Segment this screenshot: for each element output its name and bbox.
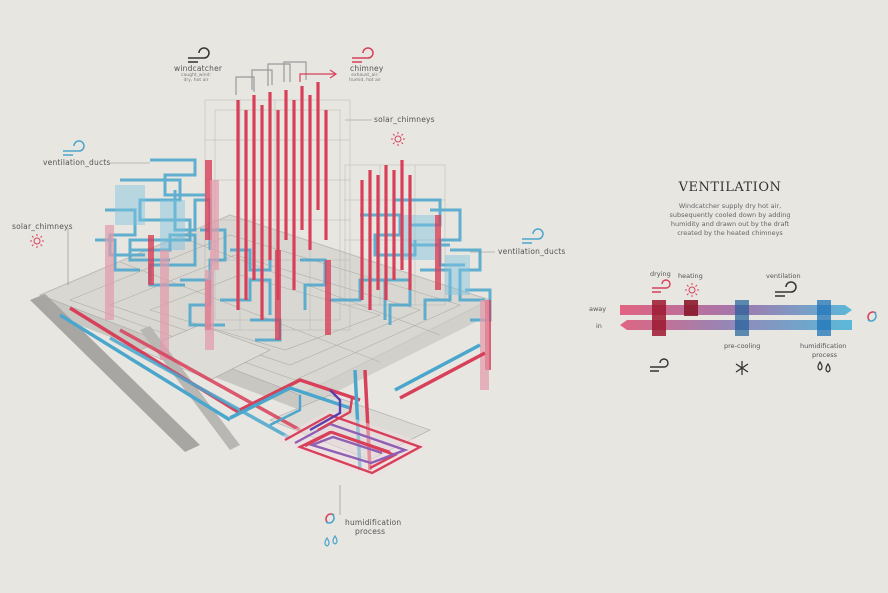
- leader-lines: [67, 119, 495, 515]
- wind-icon: [63, 140, 85, 156]
- label-drying: drying: [650, 270, 671, 278]
- windcatcher-sub1: caught_wind:: [181, 73, 211, 78]
- drops-icon: [817, 360, 831, 373]
- solar-chimneys-label-top: solar_chimneys: [374, 115, 435, 124]
- windcatcher-label: windcatcher: [174, 64, 223, 73]
- sun-icon: [30, 234, 44, 248]
- humidification-label-line2: process: [355, 527, 386, 536]
- snowflake-icon: [735, 361, 749, 375]
- wind-icon: [188, 47, 210, 63]
- cycle-icon: [867, 311, 877, 322]
- cycle-icon: [325, 513, 335, 524]
- wind-icon: [650, 358, 669, 372]
- label-ventilation: ventilation: [766, 272, 801, 280]
- drops-icon: [324, 534, 338, 547]
- label-precooling: pre-cooling: [724, 342, 761, 350]
- wind-icon: [522, 228, 544, 244]
- solar-chimneys-label-left: solar_chimneys: [12, 222, 73, 231]
- legend-description-line: subsequently cooled down by adding: [669, 211, 791, 219]
- legend-title: VENTILATION: [678, 180, 782, 195]
- chimney-label: chimney: [350, 64, 384, 73]
- ventilation-ducts-label-right: ventilation_ducts: [498, 247, 566, 256]
- label-in: in: [596, 322, 602, 330]
- label-process: process: [812, 351, 837, 359]
- drying-icon: [652, 279, 671, 293]
- blue-duct-fills: [115, 185, 470, 295]
- pink-pillars: [105, 180, 489, 390]
- legend-description-line: humidity and drawn out by the draft: [670, 220, 790, 228]
- sun-icon: [685, 283, 699, 297]
- chimney-sub2: humid, hot air: [349, 78, 381, 83]
- label-away: away: [589, 305, 607, 313]
- windcatcher-sub2: dry, hot air: [183, 78, 209, 83]
- label-heating: heating: [678, 272, 703, 280]
- flow-bars: [620, 300, 852, 336]
- wind-icon: [775, 281, 797, 297]
- blue-ducts: [95, 158, 492, 342]
- legend-description-line: created by the heated chimneys: [677, 229, 783, 237]
- legend-description-line: Windcatcher supply dry hot air,: [678, 202, 782, 210]
- windcatcher-pipes: [235, 61, 307, 95]
- sun-icon: [391, 132, 405, 146]
- ventilation-ducts-label-left: ventilation_ducts: [43, 158, 111, 167]
- chimney-sub1: exhaust_air:: [351, 73, 379, 78]
- cycle-icon: [352, 47, 374, 63]
- chimney-arrows: [299, 69, 338, 82]
- humidification-label-line1: humidification: [345, 518, 402, 527]
- humidification-maze: [269, 389, 430, 480]
- label-humidification: humidification: [800, 342, 847, 350]
- red-chimneys: [236, 82, 412, 320]
